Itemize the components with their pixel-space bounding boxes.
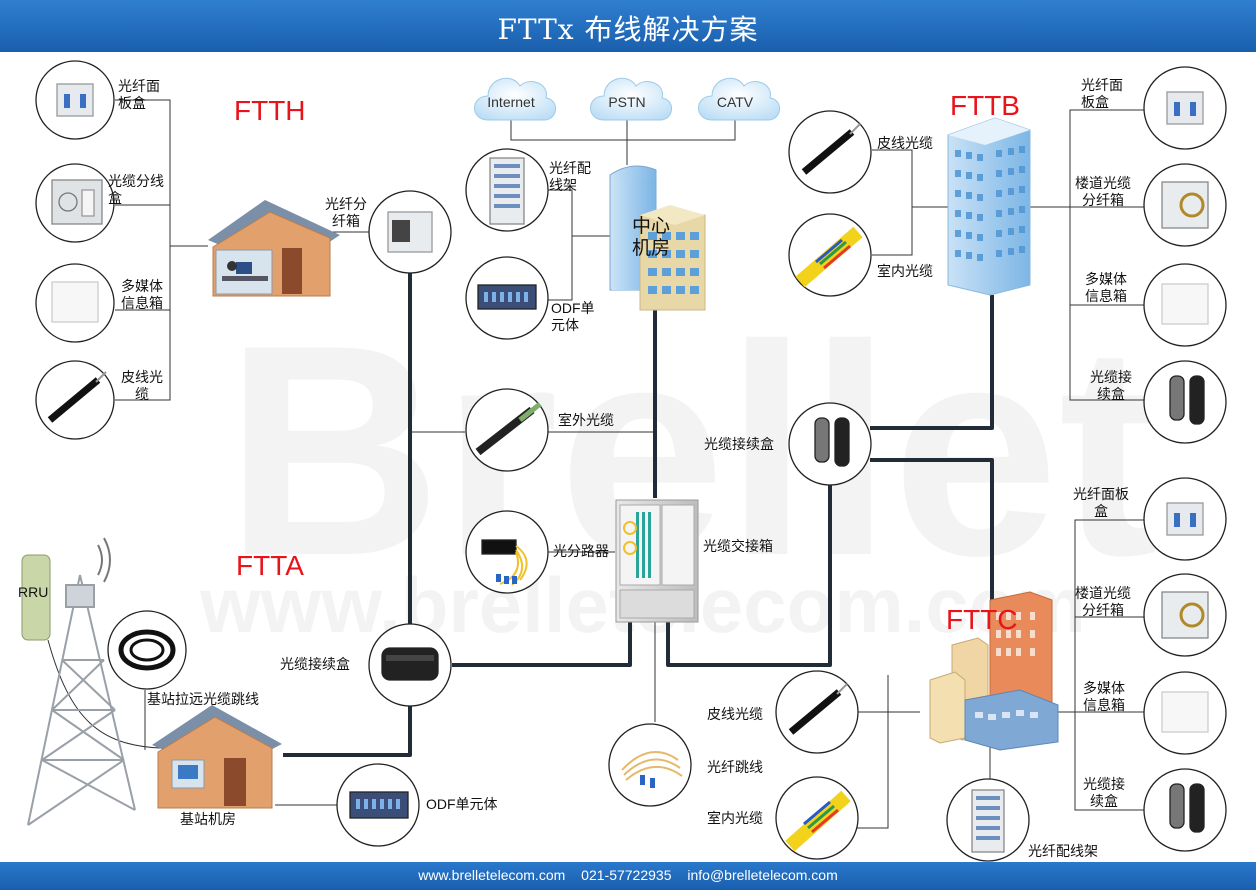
label-fttb-media: 多媒体信息箱 xyxy=(1085,271,1127,304)
fttb-drop-cable-icon xyxy=(788,110,872,194)
fiber-cross-cabinet xyxy=(615,499,699,623)
ftth-media-box-icon xyxy=(35,263,115,343)
outdoor-cable-icon xyxy=(465,388,549,472)
odf-rack-top-icon xyxy=(465,148,549,232)
trunk-cables xyxy=(283,270,994,757)
label-cross-box: 光缆交接箱 xyxy=(703,538,773,554)
label-bs-jumper: 基站拉远光缆跳线 xyxy=(147,691,259,707)
base-station-house xyxy=(152,705,282,809)
label-splice-left: 光缆接续盒 xyxy=(280,656,350,672)
label-outdoor-cable: 室外光缆 xyxy=(558,412,614,428)
cloud-catv xyxy=(698,77,780,121)
cell-tower xyxy=(27,537,136,826)
label-fttc-face-box: 光纤面板盒 xyxy=(1073,486,1129,519)
center-label: 中心 机房 xyxy=(632,216,671,259)
cloud-pstn xyxy=(590,77,672,121)
fttc-face-box-icon xyxy=(1143,477,1227,561)
label-ftth-split-box: 光缆分线盒 xyxy=(108,173,164,206)
footer-website[interactable]: www.brelletelecom.com xyxy=(418,867,566,883)
footer-email[interactable]: info@brelletelecom.com xyxy=(687,867,838,883)
label-mid-splice: 光缆接续盒 xyxy=(704,436,774,452)
fttc-media-box-icon xyxy=(1143,671,1227,755)
odf-unit-bottom-icon xyxy=(336,763,420,847)
ftth-house xyxy=(208,200,340,297)
fttc-indoor-cable-icon xyxy=(775,776,859,860)
fttc-splice-closure-icon xyxy=(1143,768,1227,852)
rru-unit xyxy=(21,554,51,641)
label-fttc-floor-box: 楼道光缆分纤箱 xyxy=(1075,585,1131,618)
fttb-building xyxy=(947,117,1031,296)
label-fttc-drop: 皮线光缆 xyxy=(707,706,763,722)
splice-closure-left-icon xyxy=(368,623,452,707)
page-title: FTTx 布线解决方案 xyxy=(497,13,759,46)
label-odf-rack-top: 光纤配线架 xyxy=(549,160,591,193)
label-odf-unit-top: ODF单元体 xyxy=(551,300,595,333)
fttb-splice-closure-icon xyxy=(1143,360,1227,444)
cloud-label-pstn: PSTN xyxy=(608,94,646,110)
section-ftth: FTTH xyxy=(234,95,306,126)
splice-closure-mid-icon xyxy=(788,402,872,486)
section-ftta: FTTA xyxy=(236,550,304,581)
fttc-floor-box-icon xyxy=(1143,573,1227,657)
label-fttc-media: 多媒体信息箱 xyxy=(1083,680,1125,713)
fttc-buildings xyxy=(929,591,1059,751)
label-odf-unit-bottom: ODF单元体 xyxy=(426,796,498,812)
label-ftth-drop-cable: 皮线光缆 xyxy=(121,369,163,402)
footer-phone: 021-57722935 xyxy=(581,867,672,883)
cloud-label-internet: Internet xyxy=(487,94,535,110)
section-fttc: FTTC xyxy=(946,604,1018,635)
fttb-face-box-icon xyxy=(1143,66,1227,150)
fttc-jumper-icon xyxy=(608,723,692,807)
label-rru: RRU xyxy=(18,584,49,600)
label-ftth-fiber-dist-box: 光纤分纤箱 xyxy=(325,196,367,229)
footer-bar xyxy=(0,862,1256,890)
bs-jumper-icon xyxy=(107,610,187,690)
ftth-face-box-icon xyxy=(35,60,115,140)
ftth-fiber-dist-box-icon xyxy=(368,190,452,274)
label-fttc-splice: 光缆接续盒 xyxy=(1083,776,1125,809)
label-ftth-media-box: 多媒体信息箱 xyxy=(121,278,163,311)
label-fttb-drop: 皮线光缆 xyxy=(877,135,933,151)
label-fttc-rack: 光纤配线架 xyxy=(1028,843,1098,859)
label-ftth-face-box: 光纤面板盒 xyxy=(118,78,160,111)
label-fttb-face-box: 光纤面板盒 xyxy=(1081,77,1123,110)
footer-contact: www.brelletelecom.com 021-57722935 info@… xyxy=(0,867,1256,883)
thin-lines xyxy=(47,99,1145,829)
fttb-media-box-icon xyxy=(1143,263,1227,347)
fttc-drop-cable-icon xyxy=(775,670,859,754)
label-fttc-jumper: 光纤跳线 xyxy=(707,759,763,775)
label-base-station: 基站机房 xyxy=(180,811,236,827)
central-building xyxy=(609,165,706,311)
label-fttc-indoor: 室内光缆 xyxy=(707,810,763,826)
cloud-internet xyxy=(474,77,556,121)
splitter-icon xyxy=(465,510,549,594)
label-fttb-splice: 光缆接续盒 xyxy=(1090,369,1132,402)
label-splitter: 光分路器 xyxy=(553,543,609,559)
ftth-drop-cable-icon xyxy=(35,360,115,440)
cloud-label-catv: CATV xyxy=(716,94,754,110)
ftth-split-box-icon xyxy=(35,163,115,243)
header-bar xyxy=(0,0,1256,52)
odf-unit-top-icon xyxy=(465,256,549,340)
fttb-indoor-cable-icon xyxy=(788,213,872,297)
section-fttb: FTTB xyxy=(950,90,1020,121)
label-fttb-indoor: 室内光缆 xyxy=(877,263,933,279)
fttb-floor-box-icon xyxy=(1143,163,1227,247)
fttc-rack-icon xyxy=(946,778,1030,862)
label-fttb-floor-box: 楼道光缆分纤箱 xyxy=(1075,175,1131,208)
